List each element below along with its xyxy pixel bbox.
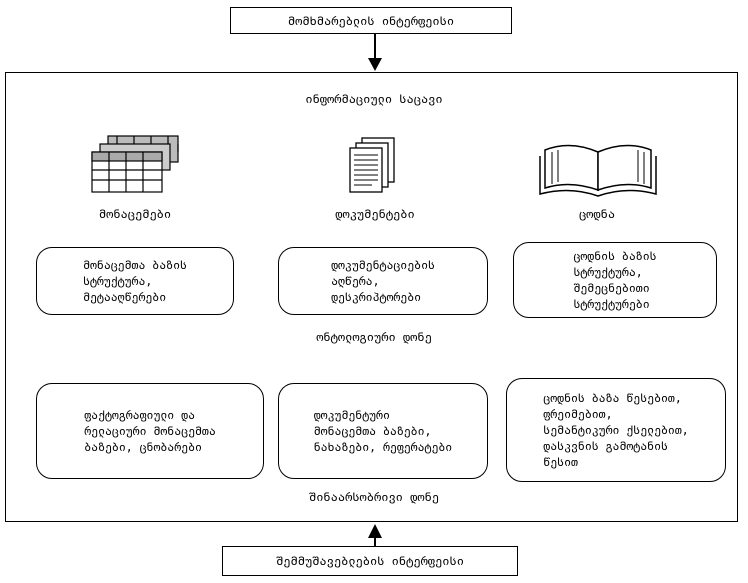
user-interface-label: მომხმარებლის ინტერფეისი [287,13,455,28]
content-box-knowledge: ცოდნის ბაზა წესებით, ფრეიმებით, სემანტიკ… [506,378,726,482]
column-label-documents: დოკუმენტები [335,207,415,221]
top-arrow-head [368,58,382,71]
content-box-data: ფაქტოგრაფიული და რელაციური მონაცემთა ბაზ… [36,383,264,479]
content-box-knowledge-text: ცოდნის ბაზა წესებით, ფრეიმებით, სემანტიკ… [543,391,689,469]
user-interface-box: მომხმარებლის ინტერფეისი [230,7,512,34]
bottom-arrow-head [368,524,382,538]
ontology-level-label: ონტოლოგიური დონე [316,330,432,344]
content-box-documents-text: დოკუმენტური მონაცემთა ბაზები, ნახაზები, … [313,408,453,454]
processing-interface-label: შემმუშავებლების ინტერფეისი [276,554,464,568]
ontology-box-data-text: მონაცემთა ბაზის სტრუქტურა, მეტააღწერები [83,258,187,304]
content-level-label: შინაარსობრივი დონე [308,490,440,504]
processing-interface-box: შემმუშავებლების ინტერფეისი [222,546,518,576]
information-storage-frame [5,72,738,522]
content-box-data-text: ფაქტოგრაფიული და რელაციური მონაცემთა ბაზ… [84,408,216,454]
ontology-box-data: მონაცემთა ბაზის სტრუქტურა, მეტააღწერები [36,247,234,315]
column-label-data: მონაცემები [98,207,172,221]
info-storage-title: ინფორმაციული საცავი [305,92,443,106]
ontology-box-knowledge: ცოდნის ბაზის სტრუქტურა, შემეცნებითი სტრუ… [513,242,717,318]
column-label-knowledge: ცოდნა [578,207,616,221]
ontology-box-knowledge-text: ცოდნის ბაზის სტრუქტურა, შემეცნებითი სტრუ… [573,249,657,311]
content-box-documents: დოკუმენტური მონაცემთა ბაზები, ნახაზები, … [278,383,488,479]
ontology-box-documents-text: დოკუმენტაციების აღწერა, დესკრიპტორები [331,258,435,304]
ontology-box-documents: დოკუმენტაციების აღწერა, დესკრიპტორები [278,247,488,315]
